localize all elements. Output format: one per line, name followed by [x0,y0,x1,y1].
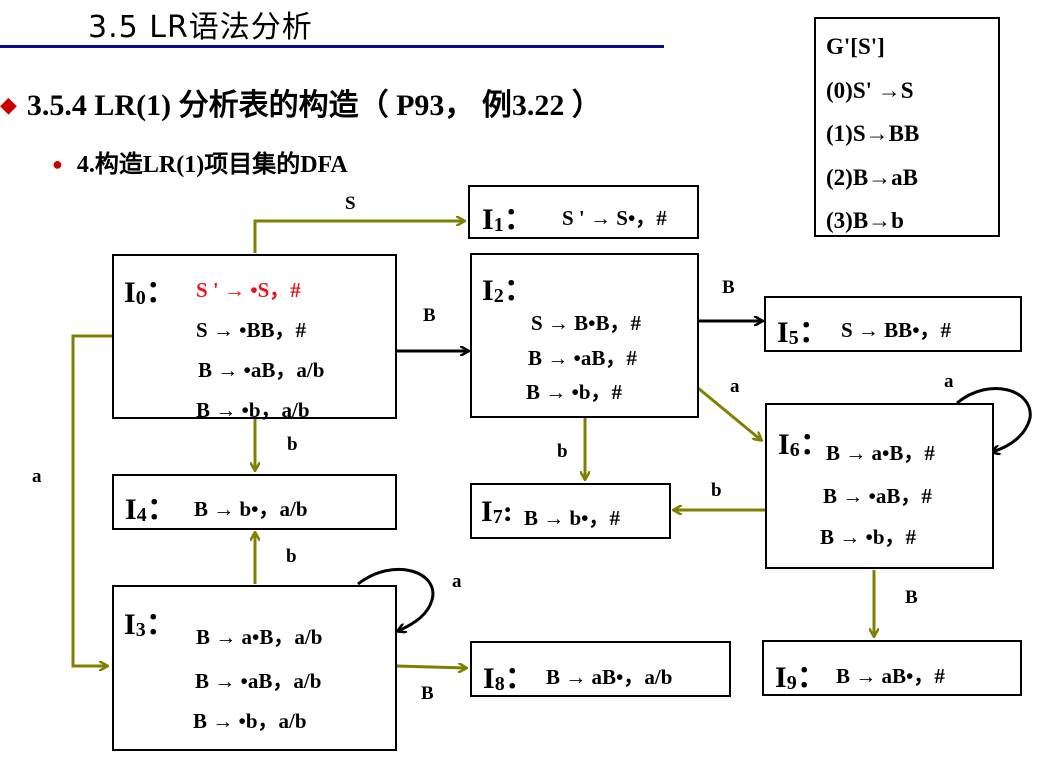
edge-label-I0-I1: S [345,193,356,214]
grammar-line: (1)S→BB [826,121,920,146]
lr-item: B → aB•，# [836,664,945,688]
state-I0: I0： S ' → •S，# S → •BB，# B → •aB，a/b B →… [112,254,397,422]
grammar-box: G'[S'] (0)S' →S (1)S→BB (2)B→aB (3)B→b [814,17,1000,237]
state-label: I9： [775,661,827,694]
state-I7: I7: B → b•，# [470,483,671,539]
lr-item: B → •b，a/b [193,709,307,733]
edge-label-I6-I7: b [711,480,722,501]
state-I2: I2： S → B•B，# B → •aB，# B → •b，# [470,253,699,418]
lr-item: B → •aB，a/b [195,669,322,693]
state-label: I1： [482,203,534,236]
subsection-title: ● 4.构造LR(1)项目集的DFA [52,144,348,179]
edge-label-I0-I4: b [287,434,298,455]
diamond-bullet-icon: ◆ [0,92,17,117]
lr-item: S → •BB，# [196,318,307,342]
state-label: I3： [124,608,176,641]
edge-label-I2-I7: b [557,441,568,462]
lr-item: S → BB•，# [841,318,952,342]
header-underline [0,45,664,48]
lr-item: S ' → •S，# [196,278,301,302]
state-label: I6： [778,428,830,461]
header-title: 3.5 LR语法分析 [88,10,313,45]
state-I9: I9： B → aB•，# [762,640,1022,696]
lr-item: B → b•，a/b [194,497,308,521]
state-I4: I4： B → b•，a/b [112,474,397,530]
edge-label-I2-I5: B [722,277,735,298]
edge-I3-I3-loop-arrow [357,567,435,631]
lr-item: B → •b，# [526,380,623,404]
lr-item: S → B•B，# [531,311,642,335]
grammar-line: G'[S'] [826,34,885,59]
section-title: ◆ 3.5.4 LR(1) 分析表的构造（ P93， 例3.22 ） [0,80,602,124]
lr-item: B → •aB，# [823,484,932,508]
edge-label-I0-I2: B [423,305,436,326]
edge-I6-I6-loop-arrow [956,387,1032,452]
state-I3: I3： B → a•B，a/b B → •aB，a/b B → •b，a/b [112,585,397,751]
lr-item: B → •aB，a/b [198,358,325,382]
edge-I2-I6-arrow [697,386,761,440]
edge-label-I0-I3: a [32,466,42,487]
state-I5: I5： S → BB•，# [764,296,1022,352]
lr-item: B → aB•，a/b [546,665,673,689]
edge-label-I6-I6: a [944,371,954,392]
lr-item: B → a•B，a/b [196,625,323,649]
state-I1: I1： S ' → S•，# [468,185,699,239]
lr-item: B → •b，a/b [196,398,310,422]
lr-item: B → b•，# [524,506,621,530]
edge-label-I2-I6: a [730,376,740,397]
edge-I0-I1-arrow [253,221,464,253]
dot-bullet-icon: ● [52,154,63,174]
state-label: I8： [483,662,535,695]
state-I8: I8： B → aB•，a/b [470,641,731,697]
grammar-line: (2)B→aB [826,164,918,190]
state-label: I4： [125,493,177,526]
grammar-line: (0)S' →S [826,77,914,103]
lr-item: B → •b，# [820,525,917,549]
edge-I3-I8-arrow [395,666,466,668]
section-title-text: 3.5.4 LR(1) 分析表的构造（ P93， 例3.22 ） [26,89,602,122]
grammar-line: (3)B→b [826,208,904,233]
edge-label-I6-I9: B [905,587,918,608]
state-label: I5： [777,316,829,349]
state-I6: I6： B → a•B，# B → •aB，# B → •b，# [765,403,994,569]
state-label: I7: [481,495,513,528]
edge-I0-I3-arrow [71,334,113,666]
subsection-title-text: 4.构造LR(1)项目集的DFA [76,152,348,178]
edge-label-I3-I4: b [286,546,297,567]
edge-label-I3-I8: B [421,683,434,704]
lr-item: S ' → S•，# [562,206,667,230]
state-label: I0： [124,276,176,309]
lr-item: B → •aB，# [528,346,637,370]
edge-label-I3-I3: a [452,571,462,592]
state-label: I2： [482,274,534,307]
lr-item: B → a•B，# [826,441,935,465]
